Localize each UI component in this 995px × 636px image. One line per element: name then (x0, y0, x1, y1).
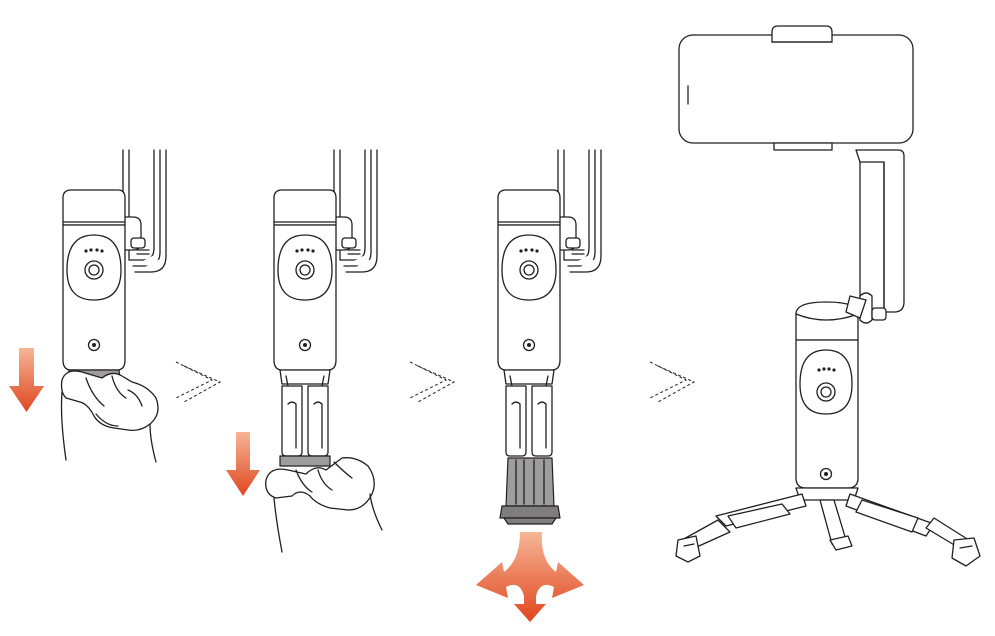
step-3-gimbal (497, 149, 602, 525)
hand-step-1 (60, 370, 159, 463)
step-2-gimbal (273, 149, 378, 467)
pull-arrow-step-2 (226, 432, 260, 496)
hand-step-2 (265, 457, 383, 553)
spread-arrow (476, 532, 584, 622)
smartphone (678, 34, 914, 144)
step-4-gimbal-standing (675, 25, 981, 567)
step-separator-icon-1 (175, 361, 221, 403)
step-1-gimbal (62, 149, 167, 387)
step-separator-icon-3 (649, 361, 695, 403)
pull-arrow-step-1 (9, 348, 44, 412)
step-separator-icon-2 (409, 361, 455, 403)
